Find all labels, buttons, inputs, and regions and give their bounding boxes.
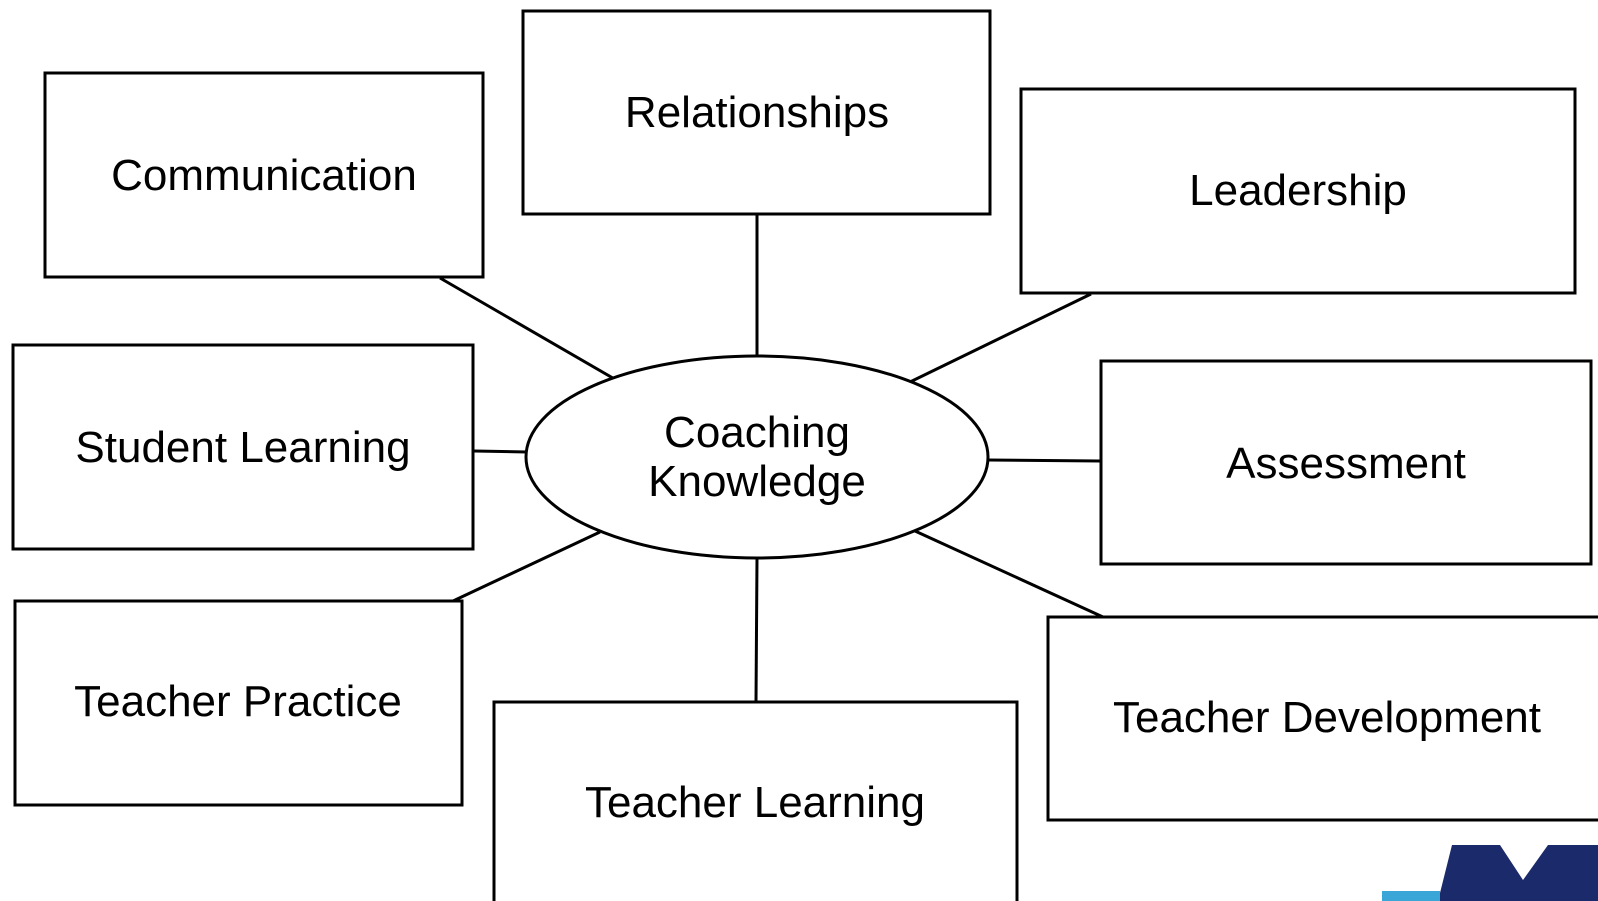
connector-teacher-learning bbox=[754, 557, 759, 703]
center-node: Coaching Knowledge bbox=[524, 354, 990, 560]
node-relationships-label: Relationships bbox=[625, 88, 889, 137]
connector-student-learning bbox=[473, 449, 528, 454]
center-label-line2: Knowledge bbox=[648, 457, 866, 506]
node-assessment-label: Assessment bbox=[1226, 439, 1466, 488]
node-student-learning-box bbox=[11, 343, 475, 551]
node-relationships-box bbox=[521, 9, 992, 216]
connector-assessment bbox=[987, 458, 1101, 463]
node-teacher-learning: Teacher Learning bbox=[492, 700, 1019, 901]
center-ellipse bbox=[524, 354, 990, 560]
node-teacher-learning-label: Teacher Learning bbox=[585, 778, 925, 827]
node-teacher-practice-box bbox=[13, 599, 464, 807]
connector-teacher-practice bbox=[452, 530, 601, 603]
center-label-line1: Coaching bbox=[664, 408, 850, 457]
connectors bbox=[439, 214, 1104, 703]
node-communication: Communication bbox=[43, 71, 485, 279]
connector-communication bbox=[439, 276, 619, 383]
node-teacher-learning-box bbox=[492, 700, 1019, 901]
node-communication-label: Communication bbox=[111, 151, 417, 200]
logo-icon bbox=[1382, 845, 1598, 901]
logo-icon-dark-shape bbox=[1438, 845, 1598, 901]
node-communication-box bbox=[43, 71, 485, 279]
node-teacher-development-label: Teacher Development bbox=[1113, 693, 1541, 742]
connector-leadership bbox=[909, 292, 1092, 384]
node-assessment: Assessment bbox=[1099, 359, 1593, 566]
node-leadership-box bbox=[1019, 87, 1577, 295]
node-assessment-box bbox=[1099, 359, 1593, 566]
node-teacher-practice: Teacher Practice bbox=[13, 599, 464, 807]
node-teacher-practice-label: Teacher Practice bbox=[74, 677, 402, 726]
node-leadership-label: Leadership bbox=[1189, 166, 1407, 215]
node-teacher-development: Teacher Development bbox=[1046, 615, 1598, 822]
connector-teacher-development bbox=[914, 529, 1104, 619]
logo-icon-light-stripe bbox=[1382, 891, 1440, 901]
node-leadership: Leadership bbox=[1019, 87, 1577, 295]
node-student-learning: Student Learning bbox=[11, 343, 475, 551]
node-teacher-development-box bbox=[1046, 615, 1598, 822]
node-student-learning-label: Student Learning bbox=[75, 423, 410, 472]
node-relationships: Relationships bbox=[521, 9, 992, 216]
